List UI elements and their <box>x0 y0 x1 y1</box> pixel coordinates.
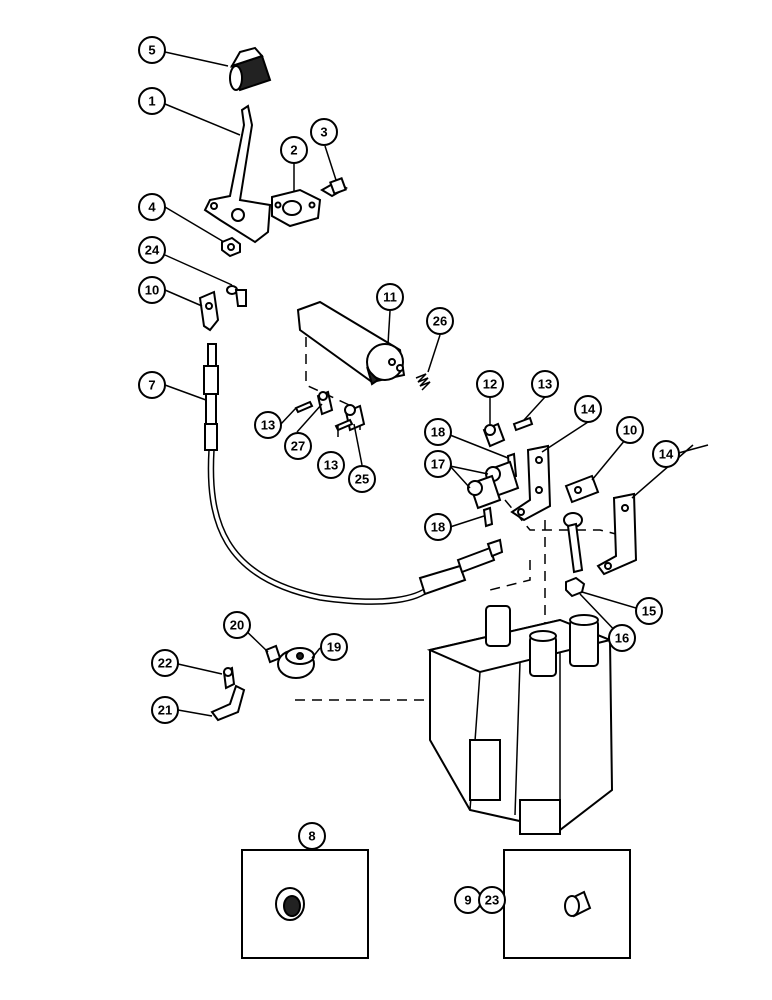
clip-pin-part <box>226 285 247 307</box>
lever-part <box>203 104 272 244</box>
control-valve-part <box>426 605 614 835</box>
svg-text:15: 15 <box>642 604 656 619</box>
svg-text:3: 3 <box>320 125 327 140</box>
callout-3: 3 <box>310 118 338 146</box>
callout-12: 12 <box>476 370 504 398</box>
svg-text:7: 7 <box>148 378 155 393</box>
inset-box-8 <box>241 849 369 959</box>
callout-24: 24 <box>138 236 166 264</box>
callout-10-right: 10 <box>616 416 644 444</box>
leader-lines <box>164 51 709 850</box>
svg-text:11: 11 <box>383 290 397 305</box>
pivot-bracket-part <box>271 188 322 228</box>
bottom-bracket-part <box>210 666 246 722</box>
svg-text:24: 24 <box>145 243 160 258</box>
callout-25: 25 <box>348 465 376 493</box>
svg-text:22: 22 <box>158 656 172 671</box>
knob-part <box>229 46 272 92</box>
inset-box-9-23 <box>503 849 631 959</box>
pins-17-18 <box>467 452 520 528</box>
callout-23: 23 <box>478 886 506 914</box>
right-pins <box>482 416 534 448</box>
callout-27: 27 <box>284 432 312 460</box>
callout-19: 19 <box>320 633 348 661</box>
bracket-left-part <box>510 444 552 522</box>
svg-text:17: 17 <box>431 457 445 472</box>
svg-text:12: 12 <box>483 377 497 392</box>
callout-16: 16 <box>608 624 636 652</box>
svg-text:25: 25 <box>355 472 369 487</box>
svg-text:10: 10 <box>623 423 637 438</box>
callout-11: 11 <box>376 283 404 311</box>
callout-13-left: 13 <box>254 411 282 439</box>
svg-text:14: 14 <box>581 402 596 417</box>
svg-text:5: 5 <box>148 43 155 58</box>
svg-text:13: 13 <box>261 418 275 433</box>
cable-part <box>203 343 504 605</box>
spring-part <box>415 373 431 391</box>
callout-10-left: 10 <box>138 276 166 304</box>
callout-9: 9 <box>454 886 482 914</box>
svg-text:4: 4 <box>148 200 156 215</box>
bracket-right-part <box>596 492 638 576</box>
callout-15: 15 <box>635 597 663 625</box>
callout-1: 1 <box>138 87 166 115</box>
clevis-left-part <box>198 290 220 332</box>
callout-20: 20 <box>223 611 251 639</box>
callout-4: 4 <box>138 193 166 221</box>
center-pins <box>294 390 366 432</box>
callout-8: 8 <box>298 822 326 850</box>
svg-text:21: 21 <box>158 703 172 718</box>
callout-14-right: 14 <box>652 440 680 468</box>
callout-18-bottom: 18 <box>424 513 452 541</box>
svg-text:16: 16 <box>615 631 629 646</box>
callout-13-center: 13 <box>317 451 345 479</box>
bolt-part <box>320 177 348 198</box>
callout-14-left: 14 <box>574 395 602 423</box>
detent-knob-part <box>264 644 315 679</box>
svg-text:9: 9 <box>464 893 471 908</box>
svg-text:18: 18 <box>431 425 445 440</box>
callout-5: 5 <box>138 36 166 64</box>
callout-18-top: 18 <box>424 418 452 446</box>
svg-text:19: 19 <box>327 640 341 655</box>
callout-2: 2 <box>280 136 308 164</box>
svg-text:10: 10 <box>145 283 159 298</box>
svg-text:20: 20 <box>230 618 244 633</box>
callout-21: 21 <box>151 696 179 724</box>
svg-text:13: 13 <box>538 377 552 392</box>
callout-17: 17 <box>424 450 452 478</box>
svg-text:26: 26 <box>433 314 447 329</box>
svg-text:14: 14 <box>659 447 674 462</box>
clevis-right-part <box>564 474 600 504</box>
svg-text:18: 18 <box>431 520 445 535</box>
svg-text:27: 27 <box>291 439 305 454</box>
svg-text:23: 23 <box>485 893 499 908</box>
svg-text:1: 1 <box>148 94 155 109</box>
rod-end-part <box>563 512 586 598</box>
detent-housing-part <box>296 300 406 386</box>
callout-26: 26 <box>426 307 454 335</box>
callout-22: 22 <box>151 649 179 677</box>
svg-text:8: 8 <box>308 829 315 844</box>
svg-text:13: 13 <box>324 458 338 473</box>
callout-7: 7 <box>138 371 166 399</box>
nut-part <box>221 236 241 258</box>
svg-text:2: 2 <box>290 143 297 158</box>
callout-13-right: 13 <box>531 370 559 398</box>
